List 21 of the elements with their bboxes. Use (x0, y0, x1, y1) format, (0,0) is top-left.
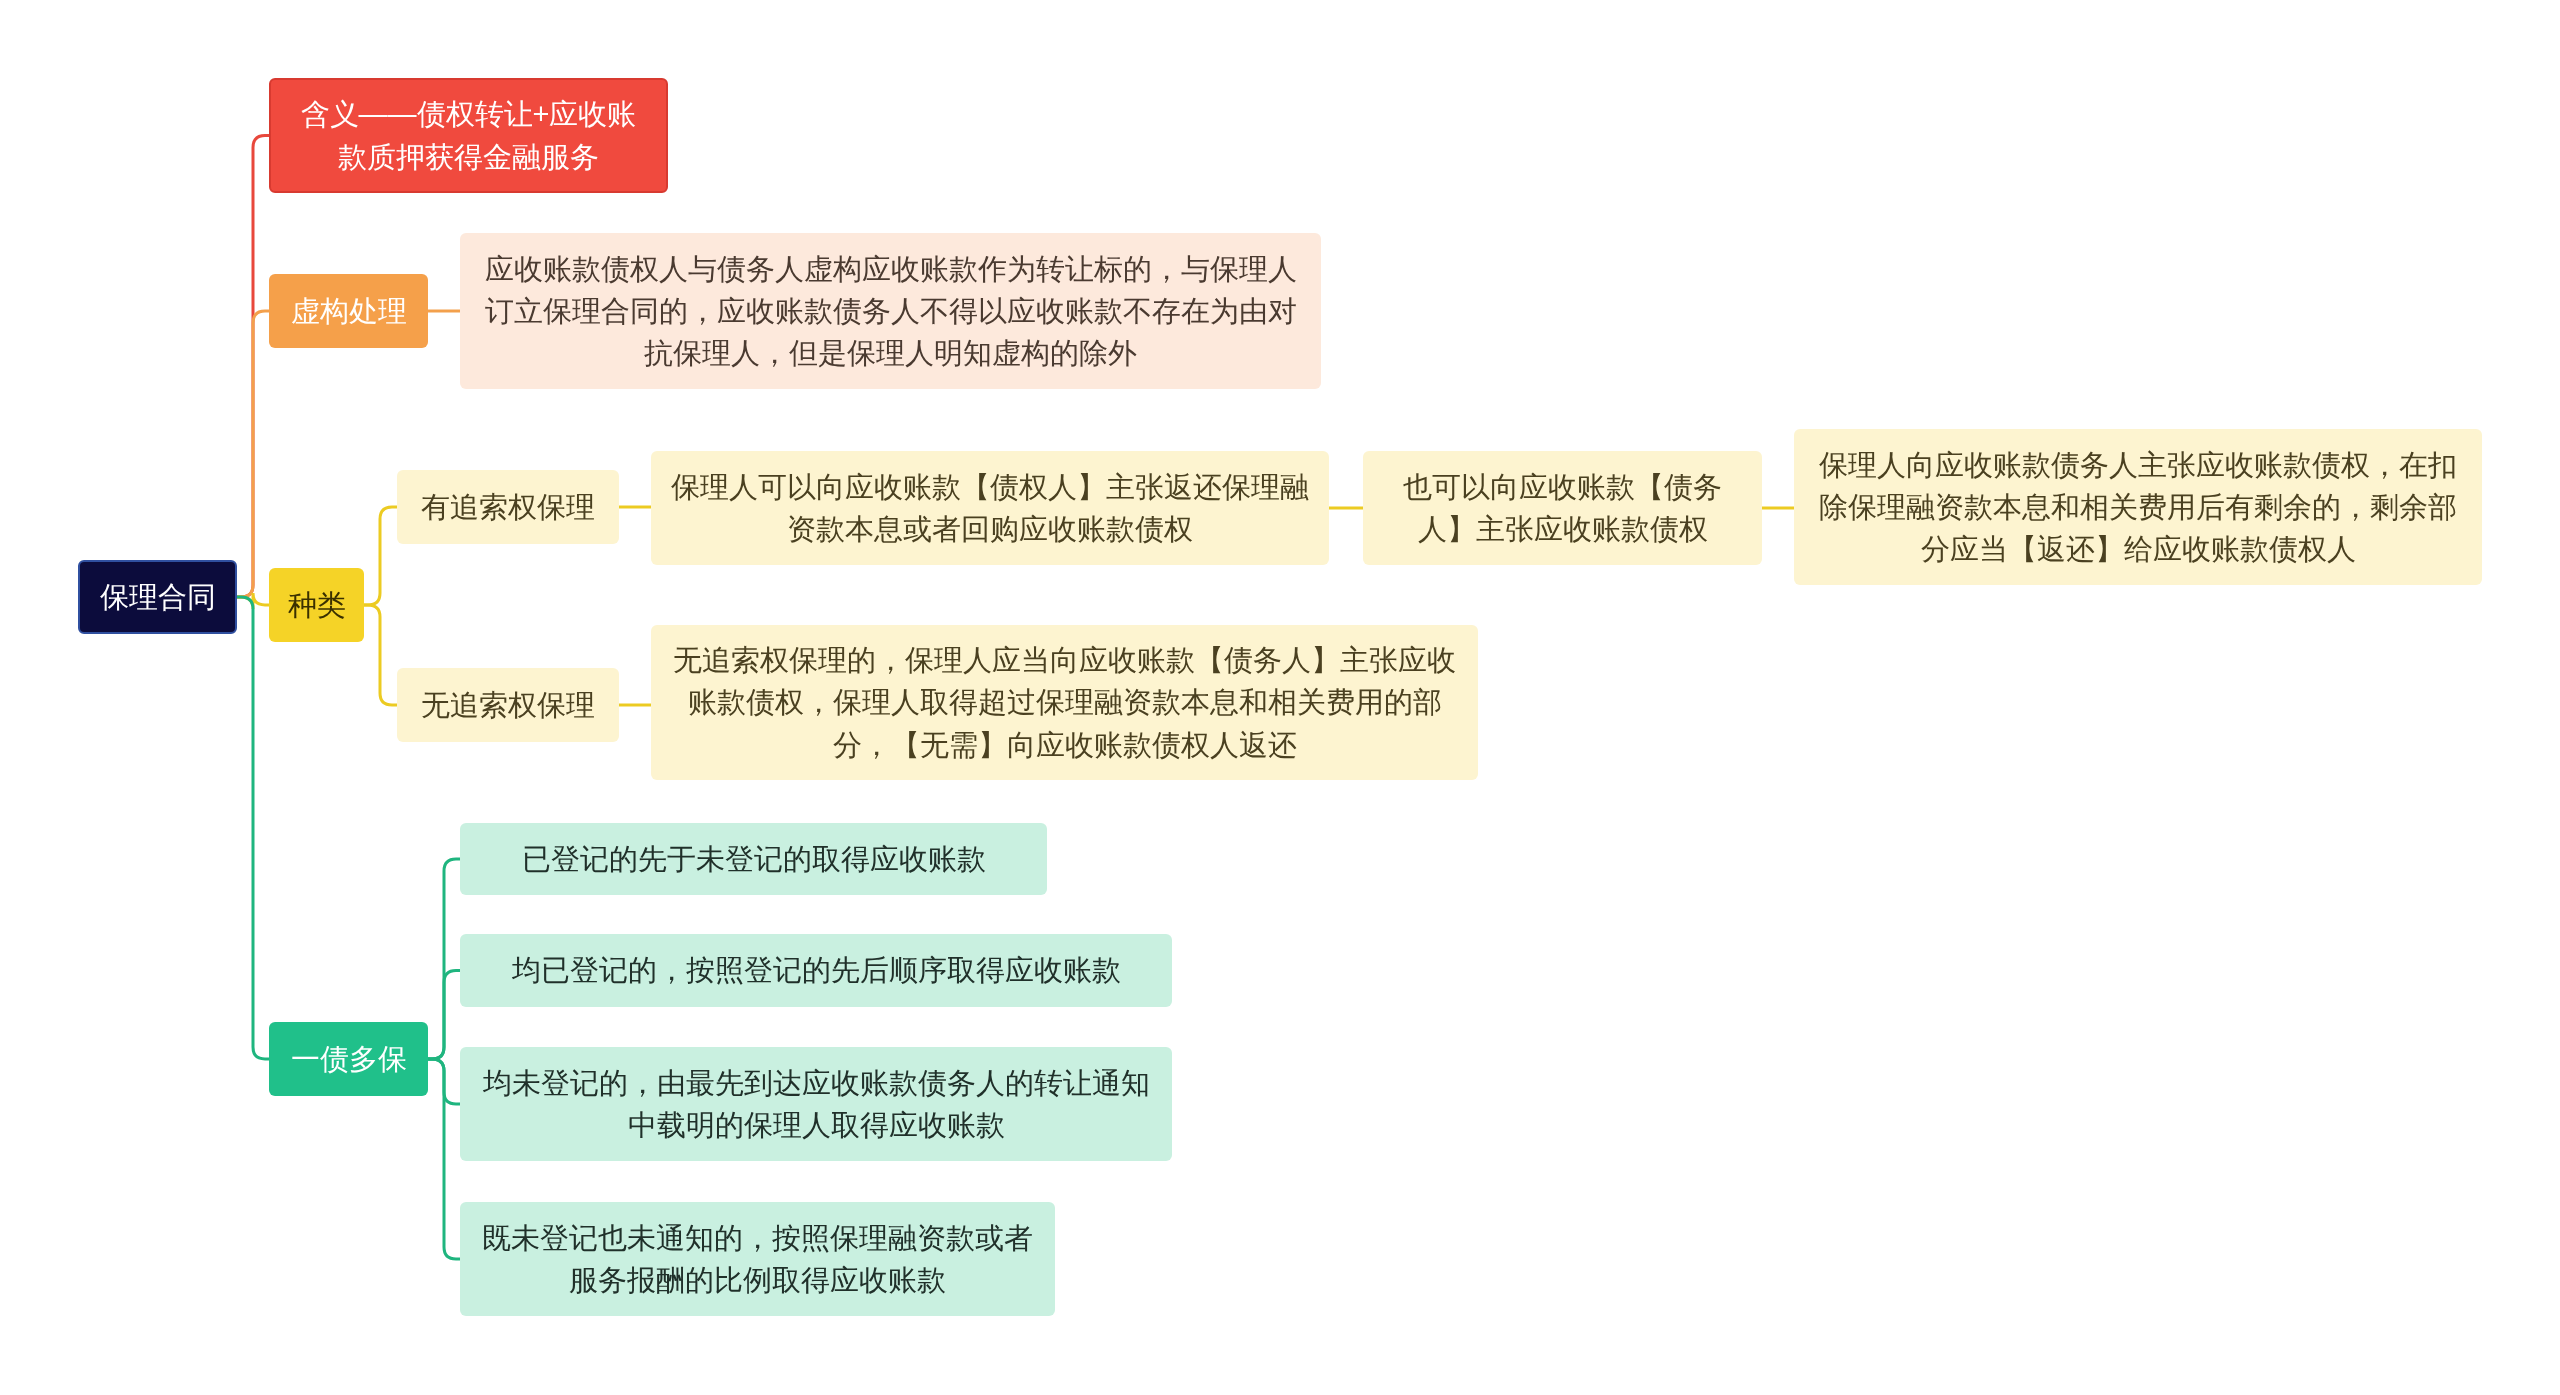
connector-line (619, 505, 651, 509)
subtopic-box: 有追索权保理 (397, 470, 619, 544)
detail-box: 应收账款债权人与债务人虚构应收账款作为转让标的，与保理人订立保理合同的，应收账款债务人不得以应收账款不存在为由对抗保理人，但是保理人明知虚构的除外 (460, 233, 1321, 389)
detail-box: 均未登记的，由最先到达应收账款债务人的转让通知中载明的保理人取得应收账款 (460, 1047, 1172, 1161)
connector-line (619, 703, 651, 707)
detail-box: 已登记的先于未登记的取得应收账款 (460, 823, 1047, 895)
detail-box: 也可以向应收账款【债务人】主张应收账款债权 (1363, 451, 1762, 565)
detail-box: 既未登记也未通知的，按照保理融资款或者服务报酬的比例取得应收账款 (460, 1202, 1055, 1316)
connector-line (1762, 506, 1794, 510)
detail-box: 无追索权保理的，保理人应当向应收账款【债务人】主张应收账款债权，保理人取得超过保理融资款本息和相关费用的部分，【无需】向应收账款债权人返还 (651, 625, 1478, 780)
topic-box: 含义——债权转让+应收账款质押获得金融服务 (269, 78, 668, 193)
connector-line (428, 309, 460, 313)
detail-box: 保理人向应收账款债务人主张应收账款债权，在扣除保理融资款本息和相关费用后有剩余的，剩余部分应当【返还】给应收账款债权人 (1794, 429, 2482, 585)
topic-box: 种类 (269, 568, 364, 642)
connector-line (1329, 506, 1363, 510)
topic-box: 一债多保 (269, 1022, 428, 1096)
detail-box: 均已登记的，按照登记的先后顺序取得应收账款 (460, 934, 1172, 1007)
subtopic-box: 无追索权保理 (397, 668, 619, 742)
root-topic-box: 保理合同 (78, 560, 237, 634)
detail-box: 保理人可以向应收账款【债权人】主张返还保理融资款本息或者回购应收账款债权 (651, 451, 1329, 565)
topic-box: 虚构处理 (269, 274, 428, 348)
